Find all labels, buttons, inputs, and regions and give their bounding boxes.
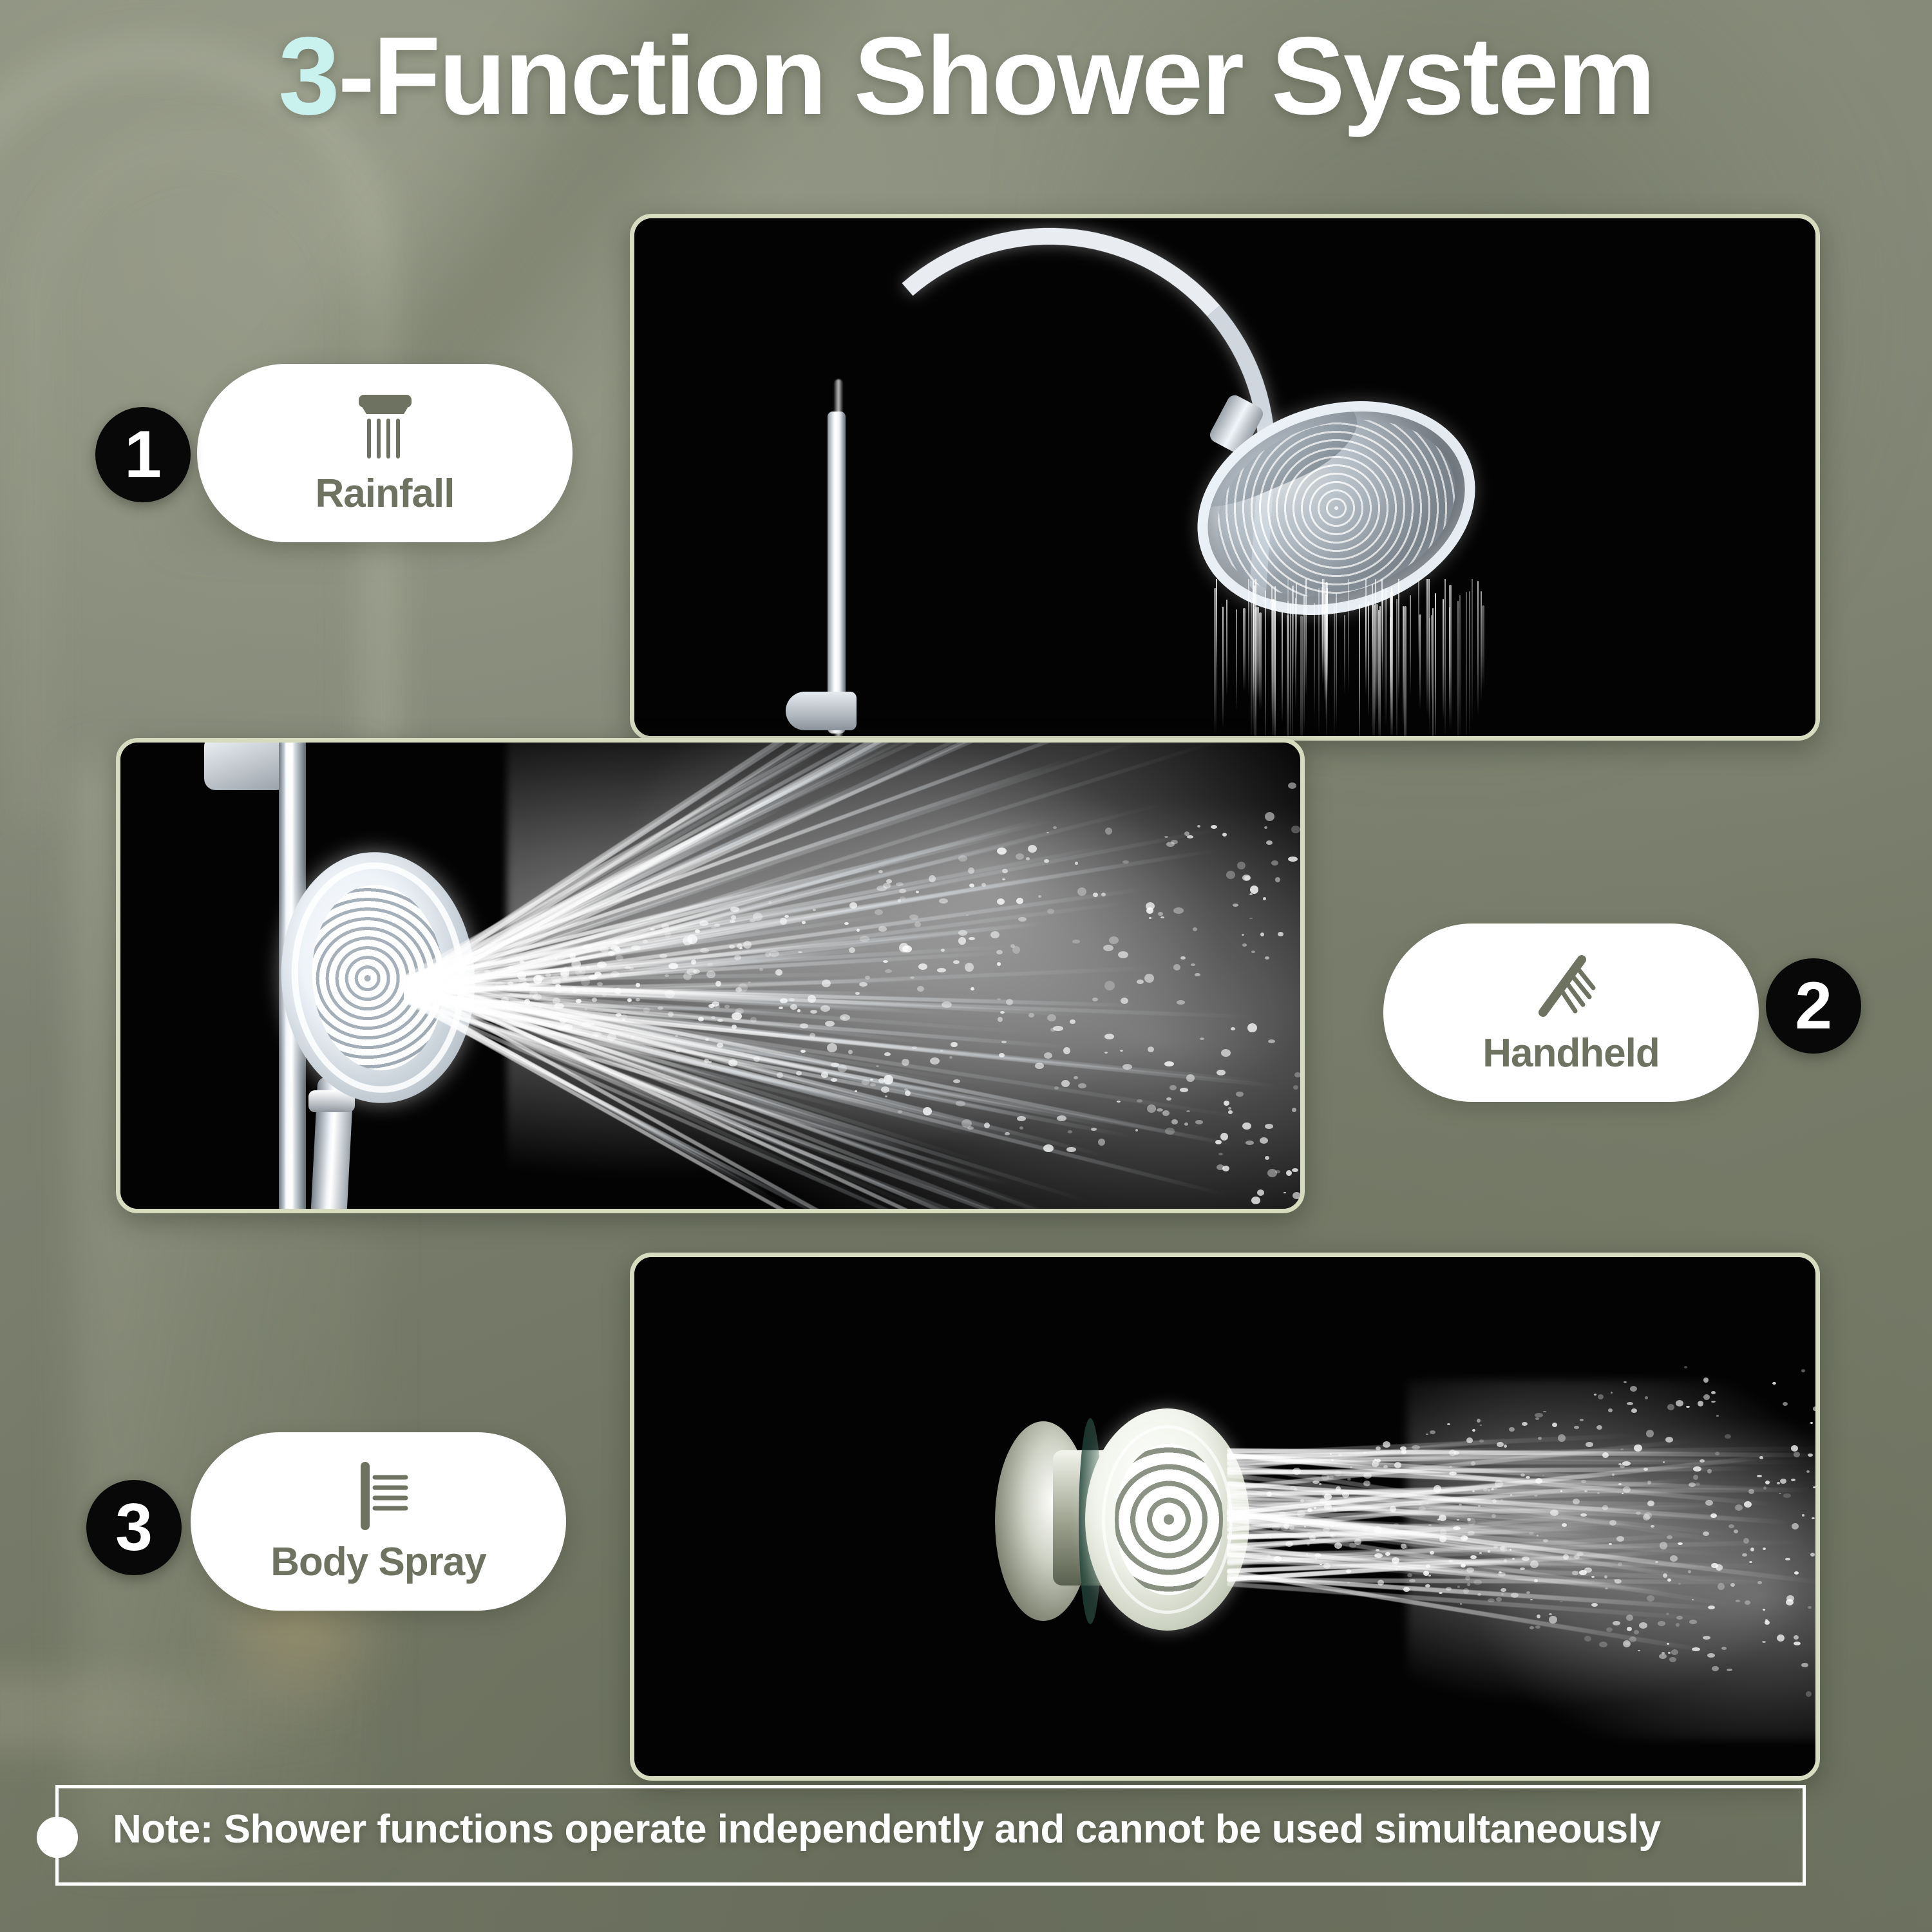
bodyspray-face-ring — [1102, 1425, 1233, 1614]
feature-pill-label-bodyspray: Body Spray — [270, 1539, 486, 1585]
handheld-photo — [120, 743, 1300, 1209]
photo-panel-handheld — [116, 738, 1305, 1213]
note-bullet-dot — [37, 1817, 78, 1858]
handheld-spray-fan — [404, 743, 1300, 1209]
feature-pill-rainfall[interactable]: Rainfall — [197, 364, 573, 542]
rainfall-showerhead-icon — [343, 390, 427, 467]
note-text: Note: Shower functions operate independe… — [113, 1806, 1660, 1852]
step-number-badge-3: 3 — [86, 1480, 182, 1575]
page-title: 3-Function Shower System — [0, 14, 1932, 138]
bodyspray-photo — [634, 1257, 1815, 1776]
bodyspray-jet-face — [1085, 1408, 1249, 1631]
photo-panel-rainfall — [630, 214, 1820, 741]
rainfall-riser-highlight — [834, 379, 843, 736]
step-number-badge-2: 2 — [1766, 958, 1861, 1054]
body-spray-jet-icon — [334, 1458, 424, 1535]
step-number-badge-1: 1 — [95, 407, 191, 502]
page-title-rest: -Function Shower System — [338, 14, 1654, 138]
feature-pill-label-rainfall: Rainfall — [316, 471, 455, 516]
rainfall-wall-bracket — [786, 692, 857, 730]
photo-panel-bodyspray — [630, 1253, 1820, 1781]
page-title-accent: 3 — [278, 14, 338, 138]
feature-pill-label-handheld: Handheld — [1482, 1030, 1659, 1076]
rainfall-photo — [634, 218, 1815, 736]
feature-pill-bodyspray[interactable]: Body Spray — [191, 1432, 566, 1611]
handheld-wall-mount — [204, 743, 288, 790]
bodyspray-water-streams — [1227, 1354, 1815, 1766]
handheld-wand-icon — [1526, 949, 1616, 1027]
feature-pill-handheld[interactable]: Handheld — [1383, 923, 1759, 1102]
rainfall-water-streams — [1214, 579, 1484, 736]
note-bar: Note: Shower functions operate independe… — [55, 1785, 1806, 1886]
